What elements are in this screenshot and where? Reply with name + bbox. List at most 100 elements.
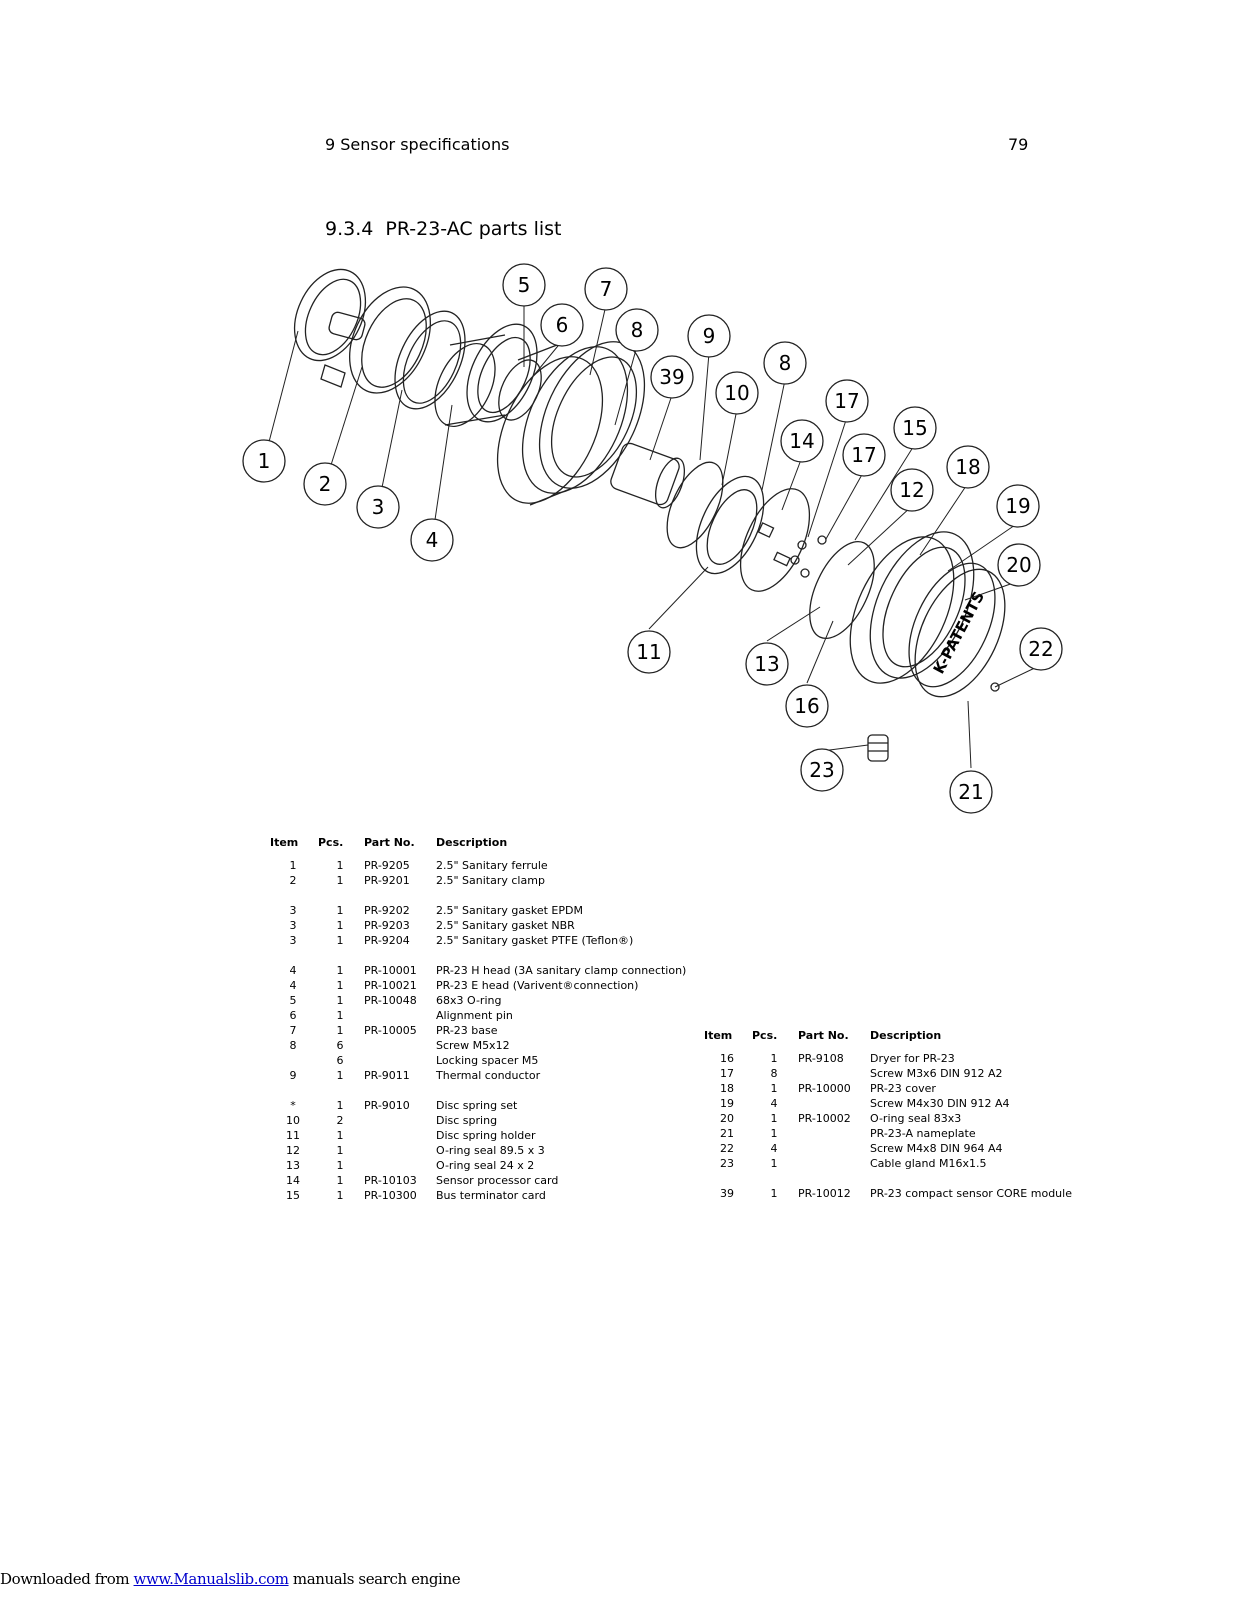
section-number: 9.3.4 [325, 218, 374, 240]
callout-number: 6 [556, 313, 569, 337]
cell-item: 20 [720, 1112, 734, 1125]
cell-description: Screw M4x30 DIN 912 A4 [870, 1097, 1010, 1110]
cell-pcs: 1 [336, 1099, 344, 1112]
cell-item: 23 [720, 1157, 734, 1170]
table-spacer-cell [268, 1083, 696, 1098]
footer-prefix: Downloaded from [0, 1570, 134, 1588]
callout-number: 23 [809, 758, 834, 782]
callout-circle [410, 518, 454, 562]
callout-number: 39 [659, 365, 684, 389]
cell-pcs: 8 [770, 1067, 778, 1080]
table-header-row: Item Pcs. Part No. Description [268, 836, 696, 858]
gasket-part [394, 310, 466, 410]
cell-pcs: 1 [336, 994, 344, 1007]
cell-part-no [362, 1113, 436, 1128]
cell-description: PR-23-A nameplate [870, 1127, 976, 1140]
col-header-description: Description [436, 836, 508, 849]
cell-part-no: PR-9202 [364, 904, 410, 917]
cell-description: 2.5" Sanitary ferrule [436, 859, 548, 872]
cell-item: 19 [720, 1097, 734, 1110]
cell-description: Disc spring holder [436, 1129, 536, 1142]
cell-pcs: 6 [336, 1054, 344, 1067]
callout-circle [997, 543, 1041, 587]
cell-part-no: PR-10002 [798, 1112, 851, 1125]
cell-description: Cable gland M16x1.5 [870, 1157, 987, 1170]
callout-circle [303, 462, 347, 506]
cell-description: 2.5" Sanitary gasket NBR [436, 919, 575, 932]
callout-number: 9 [703, 324, 716, 348]
cell-pcs: 1 [336, 904, 344, 917]
cell-part-no: PR-10300 [364, 1189, 417, 1202]
callout-number: 3 [372, 495, 385, 519]
callout-circle [996, 484, 1040, 528]
callout-circle [800, 748, 844, 792]
cell-part-no [362, 1008, 436, 1023]
cell-part-no [796, 1141, 870, 1156]
cell-item: 5 [289, 994, 297, 1007]
cell-description: Screw M4x8 DIN 964 A4 [870, 1142, 1003, 1155]
processor-card-part [739, 488, 811, 592]
callout-circle [842, 433, 886, 477]
callout-number: 13 [754, 652, 779, 676]
cell-pcs: 1 [336, 1129, 344, 1142]
cell-description: Disc spring [436, 1114, 498, 1127]
manualslib-link[interactable]: www.Manualslib.com [133, 1570, 289, 1588]
callout-number: 14 [789, 429, 814, 453]
cell-item: 17 [720, 1067, 734, 1080]
cell-item: 4 [289, 964, 297, 977]
cell-description: O-ring seal 24 x 2 [436, 1159, 535, 1172]
col-header-part-no: Part No. [798, 1029, 849, 1042]
nameplate-logo-text: K-PATENTS [930, 588, 988, 677]
cell-description: PR-23 base [436, 1024, 498, 1037]
cable-gland-part [867, 734, 889, 762]
screw-part [797, 540, 807, 550]
callout-circle [502, 263, 546, 307]
cell-pcs: 1 [336, 859, 344, 872]
thermal-conductor-part [666, 461, 724, 549]
callout-circle [242, 439, 286, 483]
cell-part-no: PR-10012 [798, 1187, 851, 1200]
cell-item: 9 [289, 1069, 297, 1082]
cell-description: 2.5" Sanitary gasket PTFE (Teflon®) [436, 934, 634, 947]
col-header-pcs: Pcs. [318, 836, 344, 849]
cell-item: 1 [289, 859, 297, 872]
col-header-part-no: Part No. [364, 836, 415, 849]
callout-circle [785, 684, 829, 728]
cell-description: Thermal conductor [436, 1069, 541, 1082]
cell-pcs: 1 [770, 1157, 778, 1170]
callout-number: 21 [958, 780, 983, 804]
cell-description: 2.5" Sanitary gasket EPDM [436, 904, 583, 917]
cell-part-no: PR-10001 [364, 964, 417, 977]
callout-circle [1019, 627, 1063, 671]
cell-pcs: 1 [770, 1052, 778, 1065]
cell-description: Alignment pin [436, 1009, 513, 1022]
cell-description: Sensor processor card [436, 1174, 559, 1187]
callout-number: 20 [1006, 553, 1031, 577]
cell-pcs: 1 [770, 1082, 778, 1095]
cell-item: 11 [286, 1129, 300, 1142]
cell-item: * [290, 1099, 296, 1112]
bus-terminator-part [809, 540, 875, 640]
cell-part-no: PR-10000 [798, 1082, 851, 1095]
cell-pcs: 1 [770, 1187, 778, 1200]
diagram-parts [293, 268, 1006, 762]
cell-pcs: 1 [336, 1069, 344, 1082]
